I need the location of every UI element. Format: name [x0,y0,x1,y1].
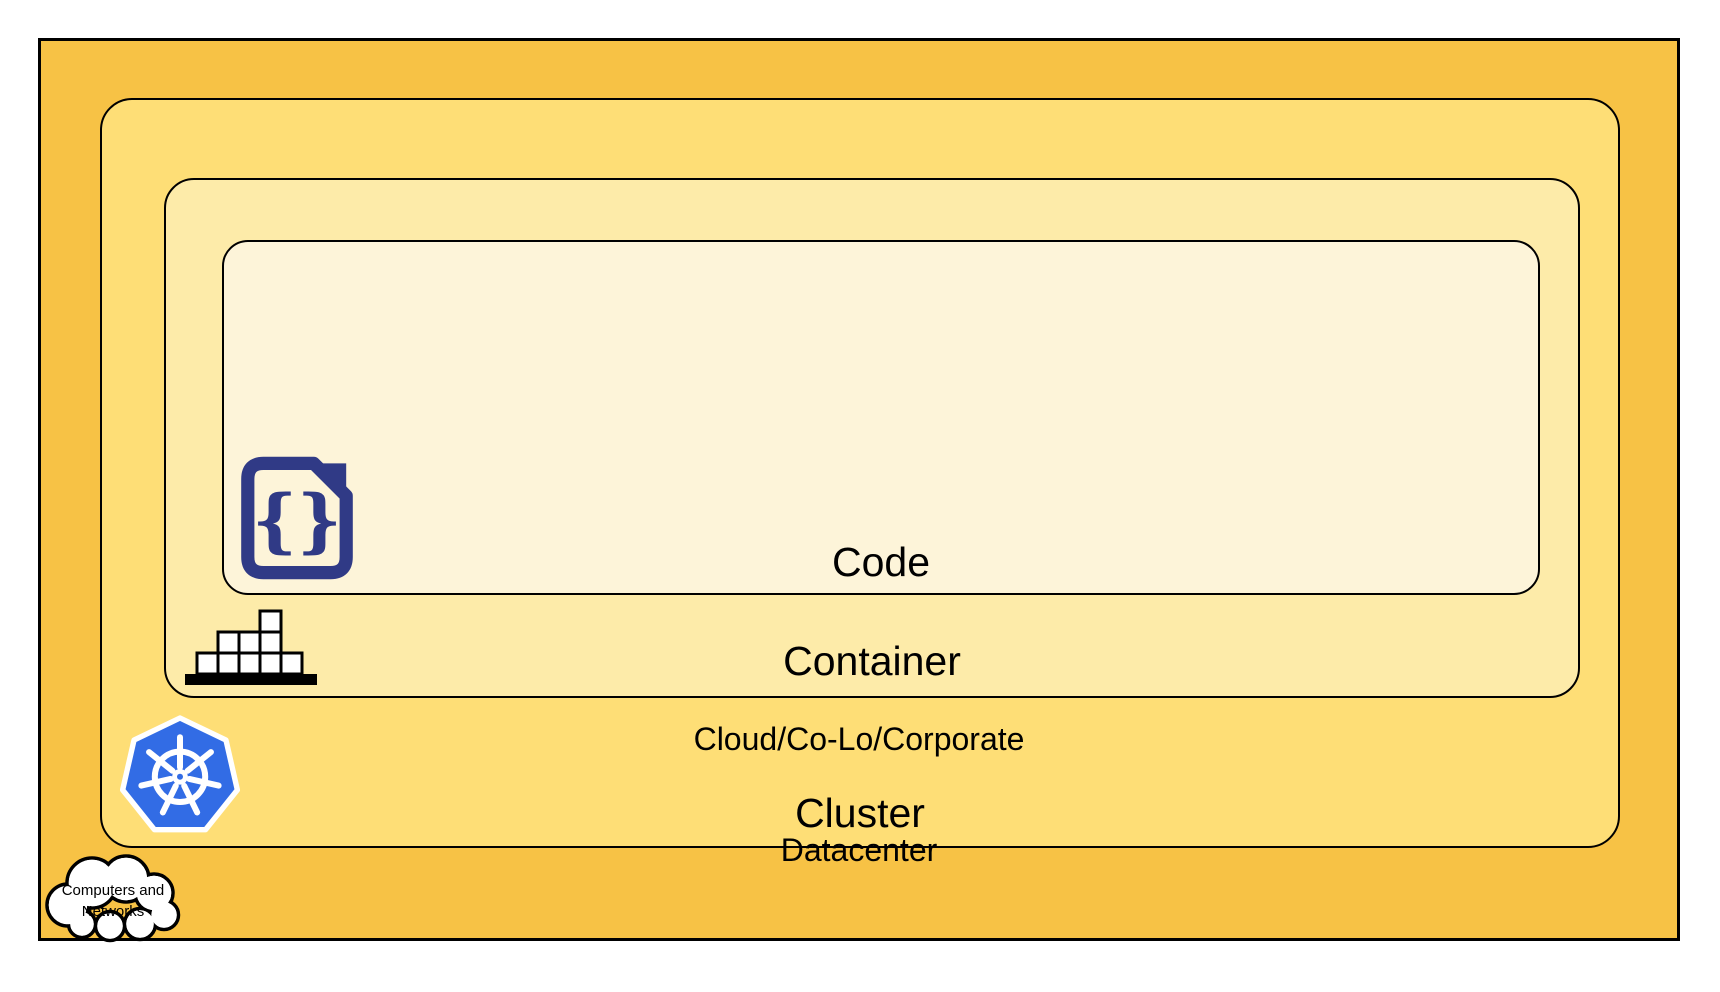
kubernetes-icon [120,715,240,833]
layer-datacenter: {} Code Container [38,38,1680,943]
code-label: Code [831,539,930,585]
cloud-label-line2: Networks [82,903,145,920]
layer-container: {} Code Container [164,178,1580,698]
code-file-icon: {} [241,456,353,580]
braces-glyph: {} [252,480,342,561]
layer-code: {} Code [222,240,1540,595]
datacenter-label: Cloud/Co-Lo/Corporate Datacenter [41,647,1677,943]
computers-networks-cloud-icon: Computers and Networks [45,854,181,943]
container-label: Container [783,638,961,684]
cluster-label: Cluster [795,790,925,836]
datacenter-label-line1: Cloud/Co-Lo/Corporate [693,721,1025,757]
datacenter-label-line2: Datacenter [780,832,938,868]
layer-cluster: {} Code Container [100,98,1620,848]
cloud-label-line1: Computers and [62,882,165,899]
container-blocks-icon [185,609,317,685]
